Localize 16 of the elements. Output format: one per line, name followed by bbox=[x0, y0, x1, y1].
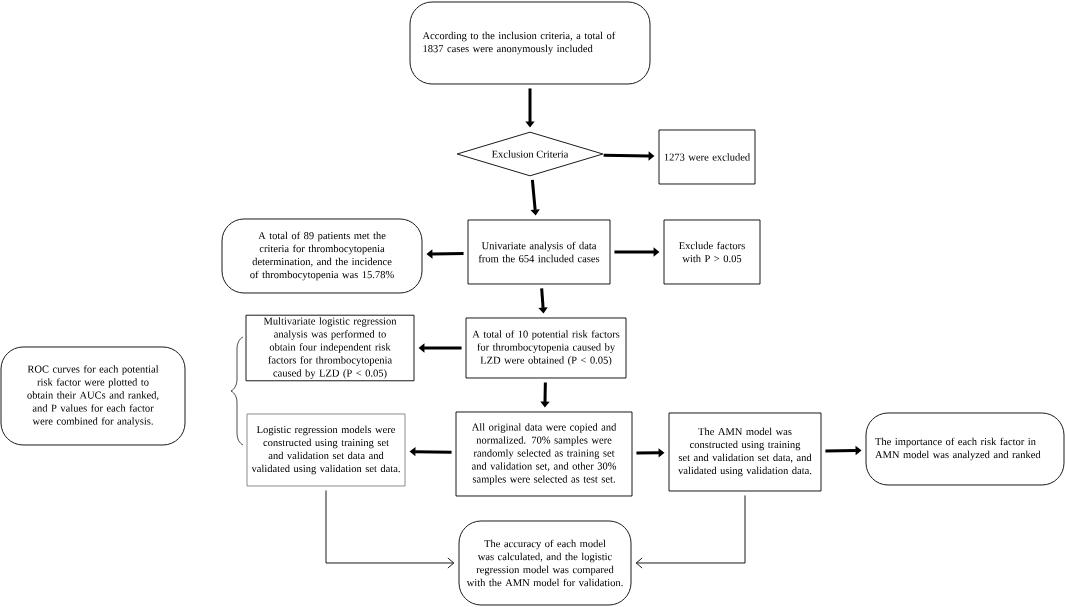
note-box: ROC curves for each potential risk factor were plotted to obtain their AUCs and ranked, and P values for each factor were combined for analysis. bbox=[0, 346, 186, 446]
process-box: Exclude factors with P > 0.05 bbox=[663, 219, 761, 285]
process-box: 1273 were excluded bbox=[658, 129, 756, 185]
arrow bbox=[530, 179, 540, 216]
result-box: The importance of each risk factor in AMN model was analyzed and ranked bbox=[865, 412, 1065, 486]
result-box: A total of 89 patients met the criteria for thrombocytopenia determination, and the incidence of thrombocytopenia was 15.78% bbox=[221, 218, 423, 294]
process-box: A total of 10 potential risk factors for thrombocytopenia caused by LZD were obtained (P < 0.05) bbox=[465, 317, 627, 379]
process-box: All original data were copied and normalized. 70% samples were randomly selected as training set and validation set, and other 30% samples were selected as test set. bbox=[455, 411, 633, 497]
process-box: Univariate analysis of data from the 654 included cases bbox=[467, 219, 611, 285]
arrow bbox=[635, 495, 746, 569]
result-box: The accuracy of each model was calculated, and the logistic regression model was compared with the AMN model for validation. bbox=[458, 520, 632, 606]
process-box: Logistic regression models were constructed using training set and validation set data and validated using validation set data. bbox=[246, 413, 406, 487]
process-box: The AMN model was constructed using training set and validation set data, and validated using validation data. bbox=[668, 412, 822, 492]
process-box: Multivariate logistic regression analysis was performed to obtain four independent risk factors for thrombocytopenia caused by LZD (P < 0.05) bbox=[245, 314, 415, 382]
arrow bbox=[325, 490, 455, 569]
start-box: According to the inclusion criteria, a total of 1837 cases were anonymously included bbox=[409, 1, 651, 85]
